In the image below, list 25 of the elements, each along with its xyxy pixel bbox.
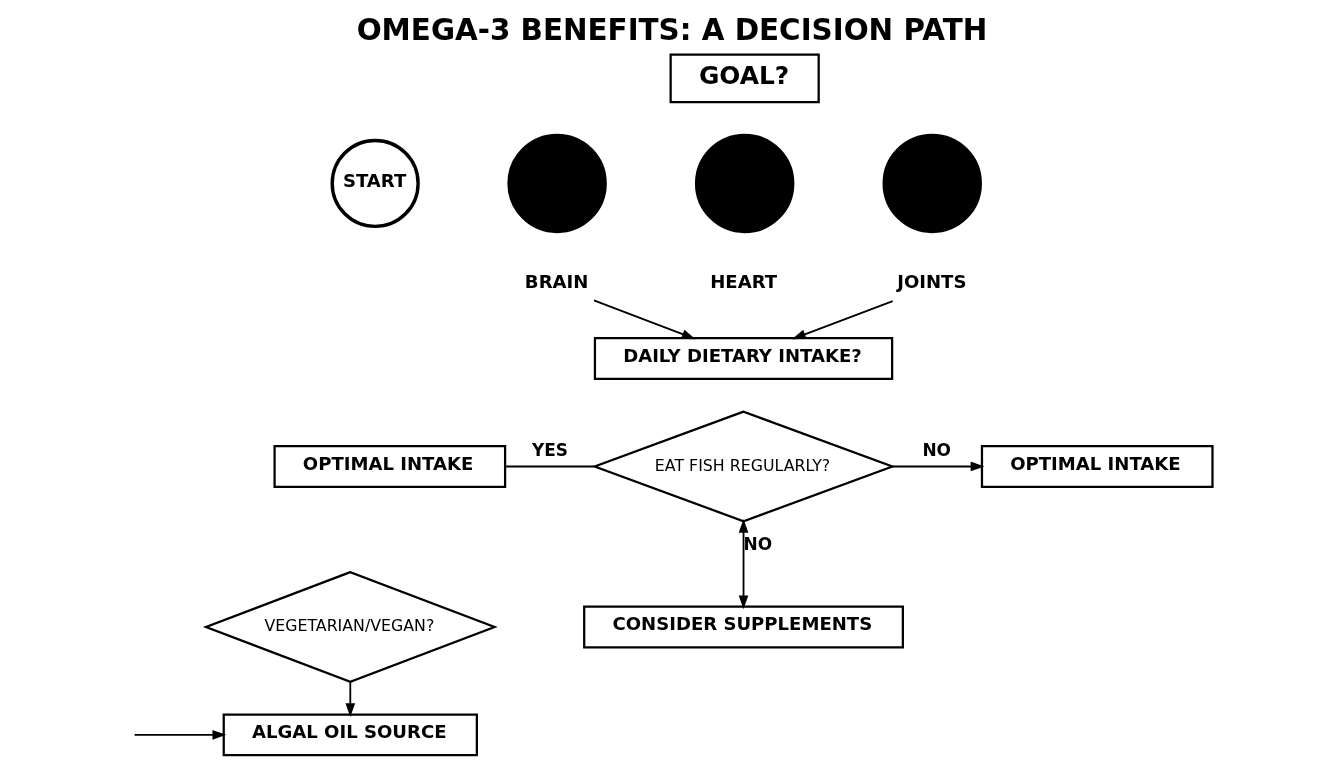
node-text: JOINTS [896,271,966,293]
node-box: CONSIDER SUPPLEMENTS [582,605,904,649]
arrow [738,518,748,610]
diagram-title: OMEGA-3 BENEFITS: A DECISION PATH [356,12,987,47]
arrow [891,461,984,472]
node-box: GOAL? [669,53,820,104]
node-box: OPTIMAL INTAKE [272,445,506,488]
edge-label: NO [743,533,772,554]
node-circle [882,133,982,234]
node-diamond: VEGETARIAN/VEGAN? [202,570,498,683]
arrow [133,730,226,740]
node-box: DAILY DIETARY INTAKE? [593,337,893,381]
arrow [791,300,894,340]
label: HEART [709,271,777,293]
connector [503,465,595,468]
node-text: BRAIN [524,271,588,293]
arrow [344,680,355,717]
node-box: OPTIMAL INTAKE [980,445,1214,488]
edge-label: NO [921,440,951,461]
edge-label: YES [531,440,568,461]
node-box: ALGAL OIL SOURCE [222,713,478,757]
node-circle [506,133,607,234]
arrow [592,299,696,340]
node-circle [694,133,794,234]
node-circle: START [330,138,420,229]
